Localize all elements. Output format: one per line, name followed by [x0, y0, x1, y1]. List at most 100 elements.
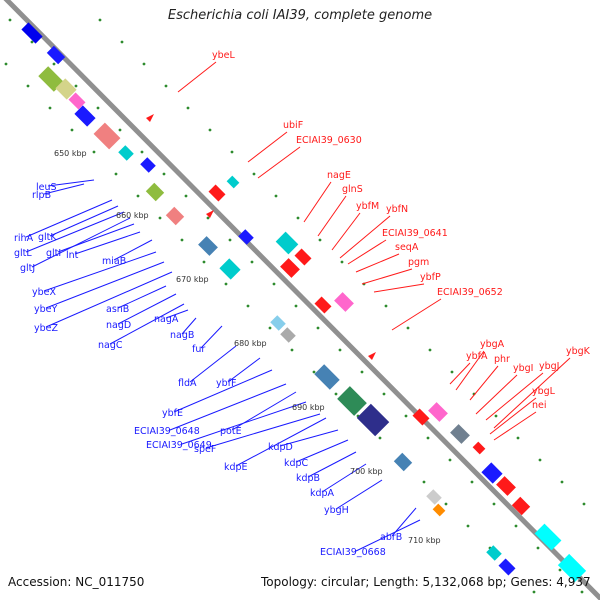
gene-label-nagb[interactable]: nagB: [170, 330, 194, 341]
gene-leader-line: [449, 362, 471, 385]
gene-leader-line: [181, 317, 197, 335]
gene-label-glns[interactable]: glnS: [342, 184, 363, 195]
gene-label-ybga[interactable]: ybgA: [480, 339, 505, 350]
reverse-strand-gene: [337, 386, 367, 416]
gene-label-asnb[interactable]: asnB: [106, 304, 129, 315]
guide-dot: [582, 502, 586, 506]
guide-dot: [560, 480, 564, 484]
gene-label-ybgl[interactable]: ybgL: [532, 386, 556, 397]
guide-dot: [426, 436, 430, 440]
gene-label-ybez[interactable]: ybeZ: [34, 323, 58, 334]
gene-label-nage[interactable]: nagE: [327, 170, 351, 181]
gene-label-pgm[interactable]: pgm: [408, 257, 429, 268]
gene-label-ybgk[interactable]: ybgK: [566, 346, 591, 357]
gene-label-eciai39-0630[interactable]: ECIAI39_0630: [296, 135, 362, 146]
guide-dot: [8, 18, 12, 22]
gene-label-ybex[interactable]: ybeX: [32, 287, 56, 298]
gene-leader-line: [339, 215, 391, 259]
gene-label-ybel[interactable]: ybeL: [212, 50, 235, 61]
gene-label-abrb[interactable]: abrB: [380, 532, 402, 543]
reverse-strand-gene: [46, 45, 66, 65]
guide-dot: [406, 326, 410, 330]
kbp-marker-680-kbp: 680 kbp: [234, 339, 267, 348]
gene-leader-line: [169, 383, 287, 431]
guide-dot: [272, 282, 276, 286]
guide-dot: [246, 304, 250, 308]
gene-label-nei[interactable]: nei: [532, 400, 547, 411]
gene-label-fur[interactable]: fur: [192, 344, 205, 355]
gene-label-gltk[interactable]: gltK: [38, 232, 57, 243]
guide-dot: [404, 414, 408, 418]
gene-label-kdpa[interactable]: kdpA: [310, 488, 335, 499]
guide-dot: [224, 282, 228, 286]
gene-label-eciai39-0649[interactable]: ECIAI39_0649: [146, 440, 212, 451]
guide-dot: [382, 392, 386, 396]
guide-dot: [494, 414, 498, 418]
gene-label-eciai39-0668[interactable]: ECIAI39_0668: [320, 547, 386, 558]
gene-label-kdpd[interactable]: kdpD: [268, 442, 293, 453]
gene-label-phr[interactable]: phr: [494, 354, 510, 365]
guide-dot: [70, 128, 74, 132]
gene-label-spef[interactable]: speF: [194, 444, 216, 455]
gene-label-leus[interactable]: leuS: [36, 182, 57, 193]
gene-label-seqa[interactable]: seqA: [395, 242, 419, 253]
guide-dot: [118, 128, 122, 132]
guide-dot: [98, 18, 102, 22]
gene-label-ybgi[interactable]: ybgI: [513, 363, 533, 374]
gene-label-rlpb[interactable]: rlpB: [32, 190, 51, 201]
gene-label-eciai39-0652[interactable]: ECIAI39_0652: [437, 287, 503, 298]
gene-label-naga[interactable]: nagA: [154, 314, 179, 325]
gene-label-ybff[interactable]: ybfF: [216, 378, 236, 389]
guide-dot: [120, 40, 124, 44]
gene-label-ybey[interactable]: ybeY: [34, 304, 57, 315]
gene-label-ybfn[interactable]: ybfN: [386, 204, 408, 215]
gene-leader-line: [181, 401, 307, 445]
gene-label-lnt[interactable]: lnt: [66, 250, 79, 261]
gene-label-nagd[interactable]: nagD: [106, 320, 131, 331]
forward-strand-gene: [208, 184, 226, 202]
gene-label-ybfa[interactable]: ybfA: [466, 351, 488, 362]
gene-label-nagc[interactable]: nagC: [98, 340, 123, 351]
gene-label-ubif[interactable]: ubiF: [283, 120, 303, 131]
gene-label-ybfe[interactable]: ybfE: [162, 408, 183, 419]
gene-leader-line: [43, 251, 157, 292]
gene-label-kdpe[interactable]: kdpE: [224, 462, 248, 473]
gene-arrow: [368, 352, 376, 360]
gene-label-gltl[interactable]: gltL: [14, 248, 32, 259]
guide-dot: [492, 502, 496, 506]
gene-label-kdpb[interactable]: kdpB: [296, 473, 320, 484]
gene-leader-line: [113, 239, 153, 261]
gene-label-glti[interactable]: gltI: [46, 248, 61, 259]
gene-label-flda[interactable]: fldA: [178, 378, 197, 389]
gene-label-kdpc[interactable]: kdpC: [284, 458, 309, 469]
guide-dot: [202, 260, 206, 264]
gene-label-gltj[interactable]: gltJ: [20, 263, 35, 274]
gene-leader-line: [485, 372, 544, 421]
forward-strand-gene: [481, 462, 503, 484]
gene-label-eciai39-0648[interactable]: ECIAI39_0648: [134, 426, 200, 437]
gene-leader-line: [361, 268, 413, 285]
kbp-marker-690-kbp: 690 kbp: [292, 403, 325, 412]
gene-label-ybfm[interactable]: ybfM: [356, 201, 379, 212]
guide-dot: [52, 62, 56, 66]
gene-label-riha[interactable]: rihA: [14, 233, 34, 244]
gene-label-miab[interactable]: miaB: [102, 256, 126, 267]
gene-leader-line: [117, 285, 167, 309]
gene-leader-line: [189, 345, 237, 383]
guide-dot: [466, 524, 470, 528]
gene-label-ybgh[interactable]: ybgH: [324, 505, 349, 516]
gene-leader-line: [455, 350, 485, 391]
gene-label-ybgj[interactable]: ybgJ: [539, 361, 559, 372]
guide-dot: [536, 546, 540, 550]
gene-label-ybfp[interactable]: ybfP: [420, 272, 441, 283]
reverse-strand-gene: [498, 558, 516, 576]
reverse-strand-gene: [55, 78, 77, 100]
reverse-strand-gene: [21, 22, 43, 44]
guide-dot: [180, 238, 184, 242]
forward-strand-gene: [280, 258, 300, 278]
gene-label-eciai39-0641[interactable]: ECIAI39_0641: [382, 228, 448, 239]
gene-label-pote[interactable]: potE: [220, 426, 242, 437]
gene-leader-line: [45, 271, 173, 328]
